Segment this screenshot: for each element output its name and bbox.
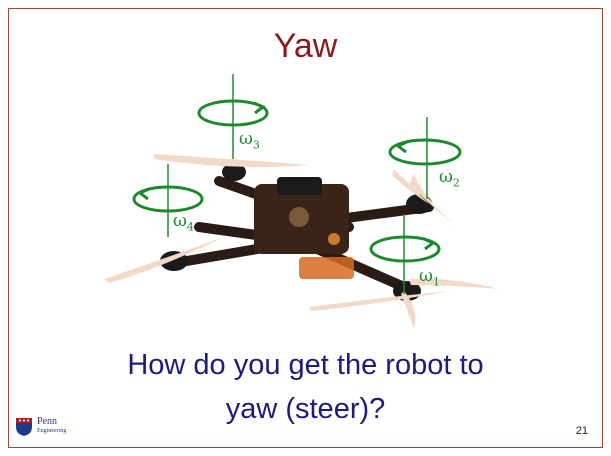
page-number: 21 — [575, 425, 588, 437]
question-text: How do you get the robot to yaw (steer)? — [9, 343, 602, 431]
omega-4-label: ω4 — [173, 211, 194, 234]
omega-3-label: ω3 — [239, 129, 260, 152]
slide-title: Yaw — [273, 27, 338, 65]
omega-1-label: ω1 — [419, 266, 440, 289]
question-line-1: How do you get the robot to — [127, 349, 484, 381]
penn-shield-icon — [16, 418, 32, 436]
penn-engineering-logo: Penn Engineering — [15, 417, 85, 441]
slide: Yaw — [8, 8, 603, 448]
quadrotor-illustration — [104, 154, 499, 329]
logo-line-2: Engineering — [37, 428, 67, 434]
logo-line-1: Penn — [37, 416, 57, 427]
question-line-2: yaw (steer)? — [225, 393, 386, 425]
quadrotor-figure — [104, 74, 499, 329]
logo-text: Penn Engineering — [37, 416, 67, 435]
rotation-arrows — [132, 74, 462, 294]
omega-2-label: ω2 — [439, 167, 460, 190]
